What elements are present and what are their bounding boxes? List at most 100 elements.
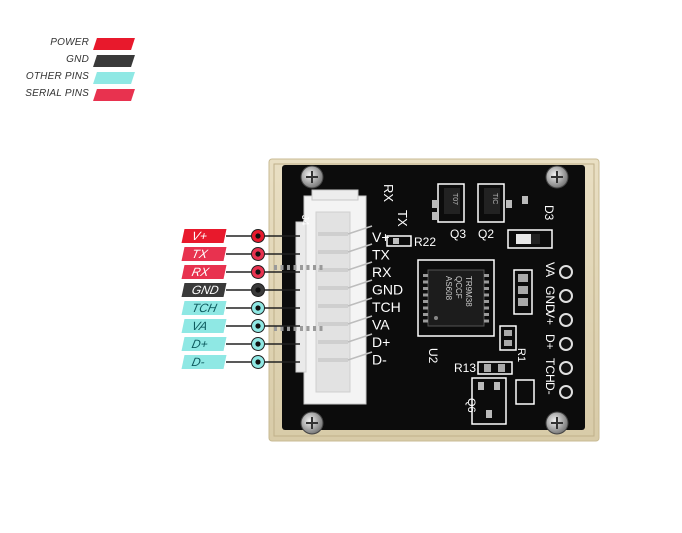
right-pad-label: TCH xyxy=(543,358,557,383)
q6-label: Q6 xyxy=(465,398,477,413)
connector-contact xyxy=(318,322,348,326)
connector-ref: J4 xyxy=(299,215,310,226)
pin-header-hole xyxy=(255,269,261,275)
legend-label: GND xyxy=(66,54,89,65)
pin-label-dplus: D+ xyxy=(181,337,227,351)
pin-header-hole xyxy=(255,287,261,293)
chip-lead xyxy=(423,313,428,316)
board-pin-label: D- xyxy=(372,352,387,368)
d3-label: D3 xyxy=(542,205,556,221)
svg-text:TIC: TIC xyxy=(491,193,498,204)
right-pad xyxy=(559,385,573,399)
chip-lead xyxy=(313,265,316,270)
chip-lead xyxy=(484,313,489,316)
right-pad-label: V+ xyxy=(543,310,557,325)
board-pin-label: D+ xyxy=(372,334,390,350)
chip-lead xyxy=(300,265,303,270)
chip-lead xyxy=(484,300,489,303)
right-pad xyxy=(559,361,573,375)
right-pad xyxy=(559,265,573,279)
resistor-r1 xyxy=(499,325,517,351)
chip-lead xyxy=(484,287,489,290)
connector-contact xyxy=(318,358,348,362)
chip-lead xyxy=(293,326,297,331)
chip-lead xyxy=(423,274,428,277)
chip-lead xyxy=(274,326,277,331)
chip-lead xyxy=(306,265,310,270)
board-pin-label: TX xyxy=(372,247,391,263)
screw-icon xyxy=(300,165,324,189)
chip-lead xyxy=(423,287,428,290)
chip-lead xyxy=(423,319,428,323)
chip-lead xyxy=(423,300,428,303)
q3-label: Q3 xyxy=(450,227,466,241)
legend-item: OTHER PINS xyxy=(0,71,682,85)
right-pad xyxy=(559,313,573,327)
chip-lead xyxy=(423,306,428,310)
connector-trace xyxy=(347,351,373,361)
pin-header-hole xyxy=(255,251,261,257)
legend-label: SERIAL PINS xyxy=(25,88,89,99)
screw-icon xyxy=(545,165,569,189)
connector-trace xyxy=(347,225,373,235)
pin-label-tch: TCH xyxy=(181,301,227,315)
right-pad-label: GND xyxy=(543,286,557,313)
screw-icon xyxy=(300,411,324,435)
connector-trace xyxy=(347,261,373,271)
top-rx-label: RX xyxy=(381,184,396,202)
connector-j4 xyxy=(295,189,373,405)
chip-lead xyxy=(319,326,323,331)
u2-label: U2 xyxy=(426,348,440,364)
board-pin-label: GND xyxy=(372,282,403,298)
legend: POWER GND OTHER PINS SERIAL PINS xyxy=(0,0,682,110)
chip-lead xyxy=(293,265,297,270)
chip-lead xyxy=(484,293,489,297)
legend-label: POWER xyxy=(50,37,89,48)
board-pin-label: TCH xyxy=(372,299,401,315)
chip-lead xyxy=(287,265,290,270)
q2-transistor: TIC xyxy=(477,183,505,223)
d3-led xyxy=(507,229,553,249)
chip-lead xyxy=(484,280,489,284)
svg-text:AS608: AS608 xyxy=(444,276,453,301)
svg-text:QCCF: QCCF xyxy=(454,276,463,299)
connector-contact xyxy=(318,250,348,254)
legend-item: SERIAL PINS xyxy=(0,88,682,102)
chip-lead xyxy=(306,326,310,331)
pin-label-rx: RX xyxy=(181,265,227,279)
chip-lead xyxy=(319,265,323,270)
screw-icon xyxy=(545,411,569,435)
q6-transistor xyxy=(471,377,507,425)
pin-label-gnd: GND xyxy=(181,283,227,297)
resistor-array xyxy=(513,269,533,315)
right-pad-label: VA xyxy=(543,262,557,277)
connector-contact xyxy=(318,304,348,308)
pin-header-hole xyxy=(255,233,261,239)
chip-lead xyxy=(484,274,489,277)
board-pin-label: V+ xyxy=(372,229,390,245)
pin-label-dminus: D- xyxy=(181,355,227,369)
chip-lead xyxy=(313,326,316,331)
chip-lead xyxy=(280,265,284,270)
connector-contact xyxy=(318,268,348,272)
pin-wires xyxy=(226,229,300,369)
r22-label: R22 xyxy=(414,235,436,249)
connector-trace xyxy=(347,279,373,289)
r1-label: R1 xyxy=(515,348,527,362)
connector-contact xyxy=(318,232,348,236)
r13-label: R13 xyxy=(454,361,476,375)
chip-lead xyxy=(300,326,303,331)
right-pad xyxy=(559,289,573,303)
pin-label-tx: TX xyxy=(181,247,227,261)
chip-lead xyxy=(484,319,489,323)
legend-item: POWER xyxy=(0,37,682,51)
legend-item: GND xyxy=(0,54,682,68)
chip-u2: AS608 QCCF TR9M38 xyxy=(274,259,495,337)
pin-header-hole xyxy=(255,305,261,311)
board-pin-label: RX xyxy=(372,264,392,280)
pin-header-hole xyxy=(255,323,261,329)
chip-lead xyxy=(423,293,428,297)
pin-label-va: VA xyxy=(181,319,227,333)
